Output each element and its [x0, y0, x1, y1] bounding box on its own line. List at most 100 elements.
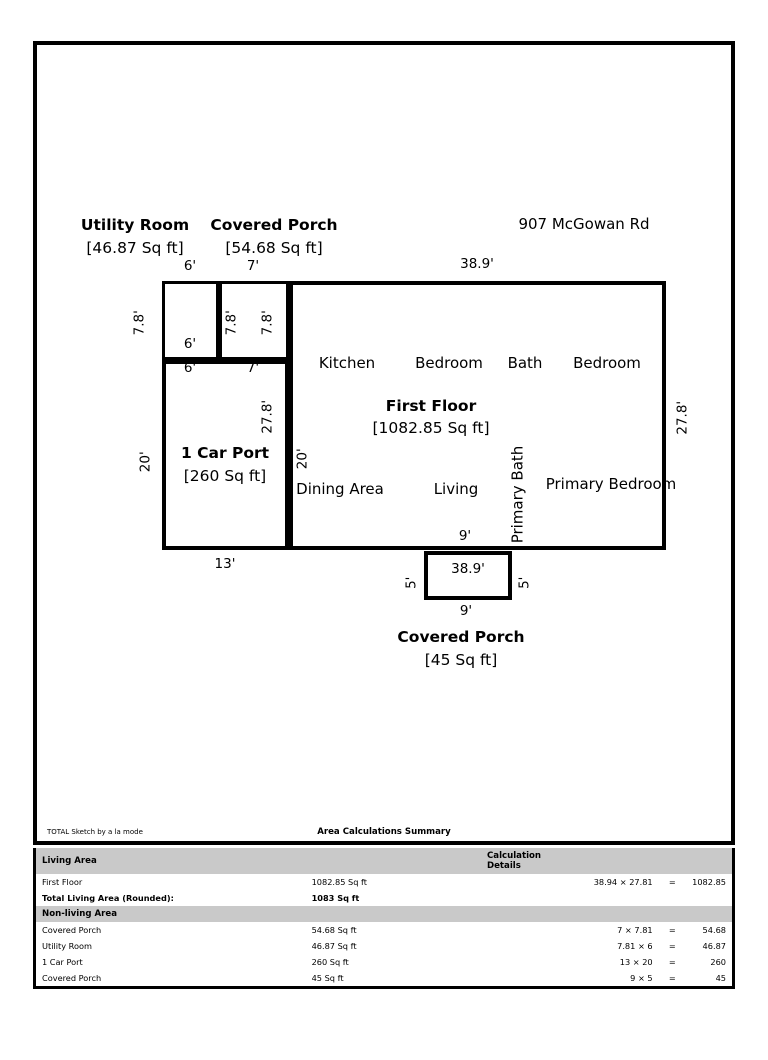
room-label-primary-bath: Primary Bath: [508, 445, 527, 544]
dim-utility-top: 6': [183, 258, 197, 274]
room-label-bedroom-2: Bedroom: [573, 354, 641, 372]
room-label-living: Living: [433, 480, 479, 498]
dim-main-bottom-left-seg: 9': [458, 528, 472, 544]
row-equals: =: [668, 973, 676, 983]
row-calc: 38.94 × 27.81: [593, 877, 653, 887]
dim-utility-bottom: 6': [183, 360, 197, 376]
covered-porch-top-outline: [219, 281, 289, 360]
dim-utility-left: 7.8': [131, 310, 148, 336]
table-section-non-living-area: Non-living Area: [36, 906, 732, 922]
non-living-val-spacer: [305, 906, 481, 922]
non-living-eq-spacer: [658, 906, 687, 922]
living-area-header: Living Area: [36, 848, 306, 874]
area-value-first-floor: [1082.85 Sq ft]: [372, 419, 490, 437]
non-living-area-header: Non-living Area: [36, 906, 306, 922]
total-calc-spacer: [577, 890, 659, 906]
property-address: 907 McGowan Rd: [518, 215, 650, 233]
area-title-utility-room: Utility Room: [80, 216, 190, 234]
row-equals: =: [668, 941, 676, 951]
row-result: 46.87: [702, 941, 726, 951]
dim-porch-bottom-left: 5': [403, 576, 420, 589]
living-header-eq-spacer: [658, 848, 687, 874]
covered-porch-bottom-outline: [424, 551, 512, 600]
table-section-living-area: Living Area Calculation Details: [36, 848, 732, 874]
table-row: First Floor 1082.85 Sq ft 38.94 × 27.81 …: [36, 874, 732, 890]
dim-porch-bottom-right: 5': [516, 576, 533, 589]
area-title-first-floor: First Floor: [385, 397, 477, 415]
first-floor-outline: [289, 281, 666, 550]
dim-carport-bottom: 13': [214, 556, 236, 572]
area-value-covered-porch-bottom: [45 Sq ft]: [424, 651, 498, 669]
living-header-res-spacer: [686, 848, 732, 874]
dim-porch-inner-vertical: 7.8': [259, 310, 276, 336]
row-result: 54.68: [702, 925, 726, 935]
dim-carport-right: 27.8': [259, 399, 276, 434]
row-name: Utility Room: [42, 941, 92, 951]
room-label-bedroom-1: Bedroom: [415, 354, 483, 372]
row-calc: 7 × 7.81: [617, 925, 653, 935]
row-equals: =: [668, 957, 676, 967]
row-name: 1 Car Port: [42, 957, 83, 967]
total-living-area-value: 1083 Sq ft: [311, 893, 360, 903]
living-header-calc-spacer: [577, 848, 659, 874]
room-label-bath: Bath: [507, 354, 543, 372]
row-equals: =: [668, 877, 676, 887]
page-border: [33, 41, 735, 845]
table-row: Covered Porch 54.68 Sq ft 7 × 7.81 = 54.…: [36, 922, 732, 938]
row-mid-spacer: [481, 922, 577, 938]
non-living-mid-spacer: [480, 906, 578, 922]
dim-utility-bottom-inner: 6': [183, 336, 197, 352]
dim-porch-bottom-top: 38.9': [451, 561, 485, 577]
area-value-covered-porch-top: [54.68 Sq ft]: [225, 239, 323, 257]
dim-porch-top: 7': [246, 258, 260, 274]
dim-carport-left: 20': [137, 451, 154, 473]
row-mid-spacer: [481, 970, 577, 986]
non-living-calc-spacer: [577, 906, 659, 922]
dim-main-left: 20': [294, 448, 311, 470]
row-value: 1082.85 Sq ft: [311, 877, 367, 887]
dim-main-top: 38.9': [460, 256, 494, 272]
table-caption-strip: TOTAL Sketch by a la mode Area Calculati…: [33, 824, 735, 846]
row-name: Covered Porch: [42, 925, 102, 935]
row-calc: 9 × 5: [630, 973, 653, 983]
area-calculations-table: Living Area Calculation Details First Fl…: [33, 848, 735, 989]
row-value: 46.87 Sq ft: [311, 941, 357, 951]
row-result: 260: [710, 957, 726, 967]
row-value: 260 Sq ft: [311, 957, 349, 967]
row-name: Covered Porch: [42, 973, 102, 983]
dim-utility-inner-vertical: 7.8': [223, 310, 240, 336]
row-calc: 7.81 × 6: [617, 941, 653, 951]
row-calc: 13 × 20: [619, 957, 653, 967]
table-row: 1 Car Port 260 Sq ft 13 × 20 = 260: [36, 954, 732, 970]
table-row: Covered Porch 45 Sq ft 9 × 5 = 45: [36, 970, 732, 986]
row-value: 54.68 Sq ft: [311, 925, 357, 935]
total-mid-spacer: [481, 890, 577, 906]
car-port-outline: [162, 360, 289, 550]
sketch-credit: TOTAL Sketch by a la mode: [47, 828, 143, 836]
room-label-kitchen: Kitchen: [318, 354, 376, 372]
dim-porch-bottom-width: 9': [459, 603, 473, 619]
row-equals: =: [668, 925, 676, 935]
row-mid-spacer: [481, 874, 577, 890]
area-title-covered-porch-bottom: Covered Porch: [397, 628, 525, 646]
total-res-spacer: [686, 890, 732, 906]
room-label-dining-area: Dining Area: [296, 480, 384, 498]
total-living-area-label: Total Living Area (Rounded):: [42, 893, 174, 903]
area-calculations-summary-title: Area Calculations Summary: [317, 827, 451, 837]
dim-main-right: 27.8': [674, 400, 691, 435]
area-value-car-port: [260 Sq ft]: [183, 467, 267, 485]
total-eq-spacer: [659, 890, 686, 906]
calculation-details-header: Calculation Details: [480, 848, 578, 874]
table-row-total: Total Living Area (Rounded): 1083 Sq ft: [36, 890, 732, 906]
row-mid-spacer: [481, 954, 577, 970]
room-label-primary-bedroom: Primary Bedroom: [545, 475, 677, 493]
table-row: Utility Room 46.87 Sq ft 7.81 × 6 = 46.8…: [36, 938, 732, 954]
row-result: 45: [715, 973, 726, 983]
row-result: 1082.85: [692, 877, 726, 887]
area-title-covered-porch-top: Covered Porch: [210, 216, 338, 234]
non-living-res-spacer: [686, 906, 732, 922]
area-value-utility-room: [46.87 Sq ft]: [86, 239, 184, 257]
row-mid-spacer: [481, 938, 577, 954]
area-title-car-port: 1 Car Port: [180, 444, 270, 462]
